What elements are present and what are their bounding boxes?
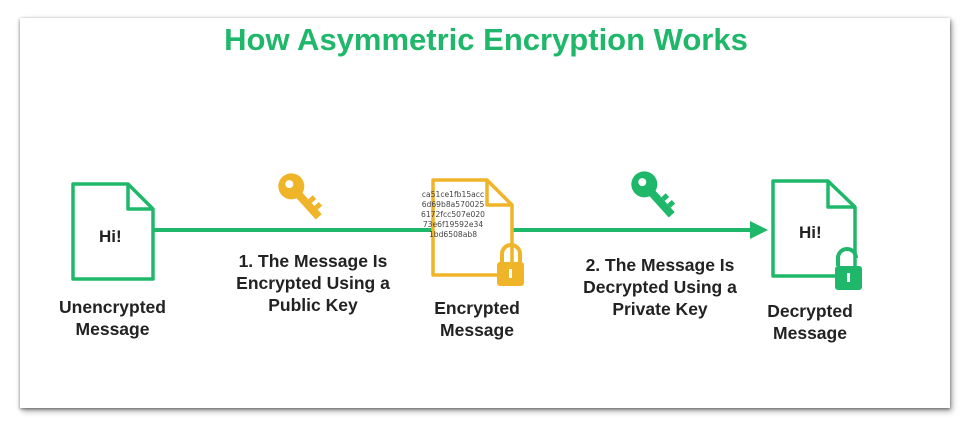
unencrypted-content: Hi! [99,227,122,246]
step-2-label: 2. The Message Is Decrypted Using a Priv… [583,255,737,319]
ciphertext-line: ca51ce1fb15acc [421,190,485,199]
ciphertext-line: 73e6f19592e34 [422,220,484,229]
unencrypted-document-icon [71,182,155,281]
ciphertext-line: 1bd6508ab8 [428,230,478,239]
unlocked-lock-icon [835,247,862,290]
ciphertext-line: 6d69b8a570025 [421,200,485,209]
public-key-icon [278,173,323,220]
step-1-label: 1. The Message Is Encrypted Using a Publ… [236,251,390,315]
ciphertext: ca51ce1fb15acc 6d69b8a570025 6172fcc507e… [414,190,492,240]
private-key-icon [631,171,676,218]
ciphertext-line: 6172fcc507e020 [420,210,485,219]
encrypted-label: Encrypted Message [434,298,520,340]
lock-icon [497,243,524,286]
unencrypted-label: Unencrypted Message [59,297,166,339]
decrypted-label: Decrypted Message [767,301,853,343]
diagram-title: How Asymmetric Encryption Works [224,22,748,57]
decrypted-document-icon [771,179,857,278]
arrow-head-icon [750,221,768,239]
decrypted-content: Hi! [799,223,822,242]
encrypted-document-icon [431,178,514,277]
